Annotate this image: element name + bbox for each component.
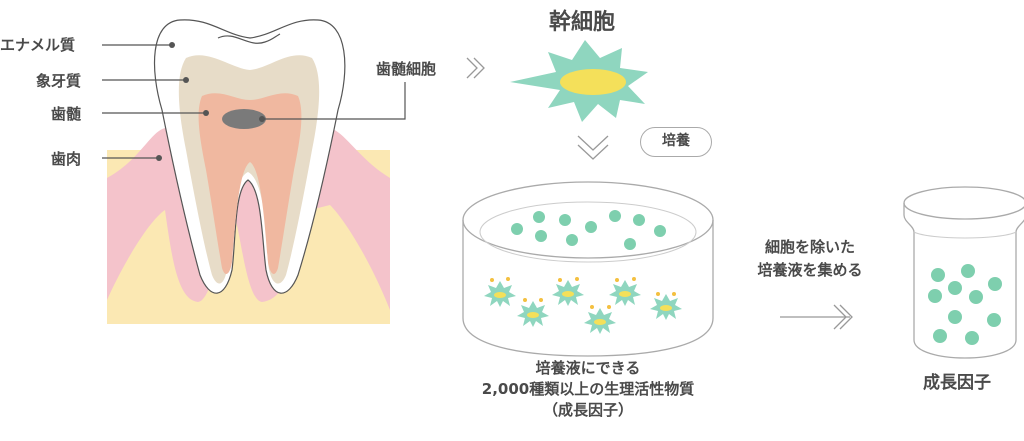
stem-cell-title: 幹細胞	[549, 10, 616, 35]
culture-caption-line-3: （成長因子）	[542, 401, 633, 419]
pulp-cell-leader	[262, 82, 406, 120]
jar-shoulder	[913, 231, 1017, 239]
dentin-dot	[183, 77, 189, 83]
pulp-core	[222, 109, 266, 129]
dentin-label: 象牙質	[36, 72, 82, 90]
growth-factor-jar	[903, 186, 1024, 359]
chevron-down-arrow	[577, 135, 609, 160]
enamel-dot	[169, 42, 175, 48]
dish-top-rim	[462, 181, 714, 259]
jar-top	[903, 186, 1024, 220]
culture-dish	[462, 181, 714, 357]
dish-body	[462, 220, 714, 357]
pulp-label: 歯髄	[51, 105, 82, 123]
stem-cell-illustration	[510, 40, 648, 122]
secretion-sparks	[490, 277, 676, 309]
inner-crown-line	[217, 33, 281, 44]
collect-caption: 細胞を除いた 培養液を集める	[740, 236, 880, 282]
culture-fluid-caption: 培養液にできる 2,000種類以上の生理活性物質 （成長因子）	[468, 358, 708, 421]
tooth-pulp	[198, 93, 302, 274]
collect-caption-line-2: 培養液を集める	[757, 261, 863, 279]
collect-caption-line-1: 細胞を除いた	[764, 238, 855, 256]
dish-inner-rim	[479, 201, 697, 263]
dish-small-cells	[484, 277, 682, 334]
pulp-dot	[203, 110, 209, 116]
dish-growth-factors	[511, 210, 666, 250]
jar-growth-factors	[928, 264, 1002, 345]
pulp-cell-dot	[259, 116, 265, 122]
enamel-label: エナメル質	[0, 36, 76, 54]
culture-badge: 培養	[640, 127, 712, 157]
growth-factor-label: 成長因子	[923, 373, 991, 393]
chevron-right-arrow-2	[780, 304, 853, 330]
chevron-right-arrow-1	[466, 57, 485, 79]
tooth-illustration	[102, 19, 406, 324]
pulp-cell-label: 歯髄細胞	[376, 60, 437, 78]
gum-dot	[156, 155, 162, 161]
stem-cell-nucleus	[560, 69, 626, 95]
culture-caption-line-1: 培養液にできる	[535, 359, 641, 377]
jar-body	[903, 203, 1024, 359]
culture-caption-line-2: 2,000種類以上の生理活性物質	[481, 380, 695, 398]
gum-label: 歯肉	[51, 150, 82, 168]
